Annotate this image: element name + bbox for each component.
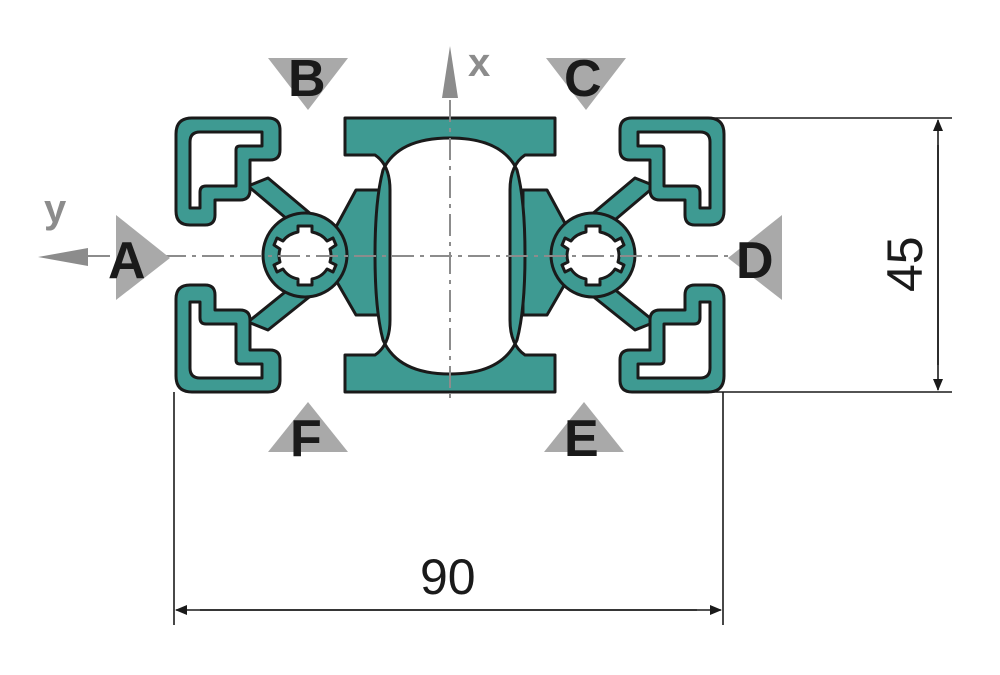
marker-c-label: C <box>564 50 602 108</box>
x-axis-label: x <box>468 41 490 85</box>
center-axes <box>88 100 740 400</box>
marker-e-label: E <box>564 410 599 468</box>
y-axis-arrow-icon <box>38 248 88 266</box>
height-dimension-label: 45 <box>877 236 933 292</box>
marker-b-triangle-icon <box>268 58 348 110</box>
marker-c-triangle-icon <box>546 58 626 110</box>
corner-top-left-inner <box>188 130 264 210</box>
marker-a-label: A <box>108 232 146 290</box>
marker-e-triangle-icon <box>544 402 624 452</box>
x-axis-arrow-icon <box>442 46 458 98</box>
marker-a-triangle-icon <box>116 215 170 300</box>
marker-d-label: D <box>736 232 774 290</box>
marker-b-label: B <box>288 50 326 108</box>
corner-bottom-left-inner <box>188 300 264 380</box>
corner-bottom-right-inner <box>636 300 712 380</box>
marker-d-triangle-icon <box>728 215 782 300</box>
dimension-lines <box>173 117 952 625</box>
corner-top-right-inner <box>636 130 712 210</box>
marker-f-triangle-icon <box>268 402 348 452</box>
left-core-bore <box>272 224 338 287</box>
slot-markers <box>116 58 782 452</box>
width-dimension-label: 90 <box>420 549 476 605</box>
marker-f-label: F <box>290 410 322 468</box>
y-axis-label: y <box>44 187 67 231</box>
